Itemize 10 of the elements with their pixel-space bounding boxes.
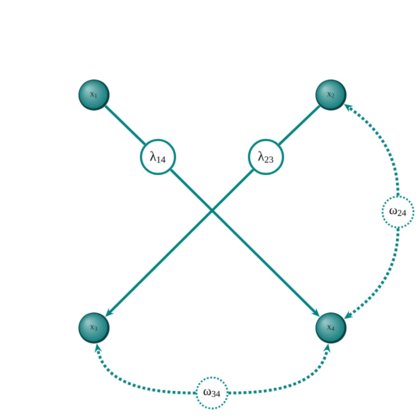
dotted-circle-node: ω$_{24}$ — [382, 196, 414, 228]
dotted-circle-node: ω$_{34}$ — [196, 376, 228, 410]
ball-node: x$_{3}$ — [78, 312, 110, 344]
circle-node: λ$_{14}$ — [140, 138, 176, 176]
circle-node: λ$_{23}$ — [248, 138, 284, 176]
ball-node: x$_{2}$ — [316, 80, 346, 110]
ball-node: x$_{4}$ — [316, 312, 346, 344]
ball-node: x$_{1}$ — [78, 80, 110, 110]
connector-line — [104, 105, 146, 146]
connector-line — [278, 104, 320, 146]
